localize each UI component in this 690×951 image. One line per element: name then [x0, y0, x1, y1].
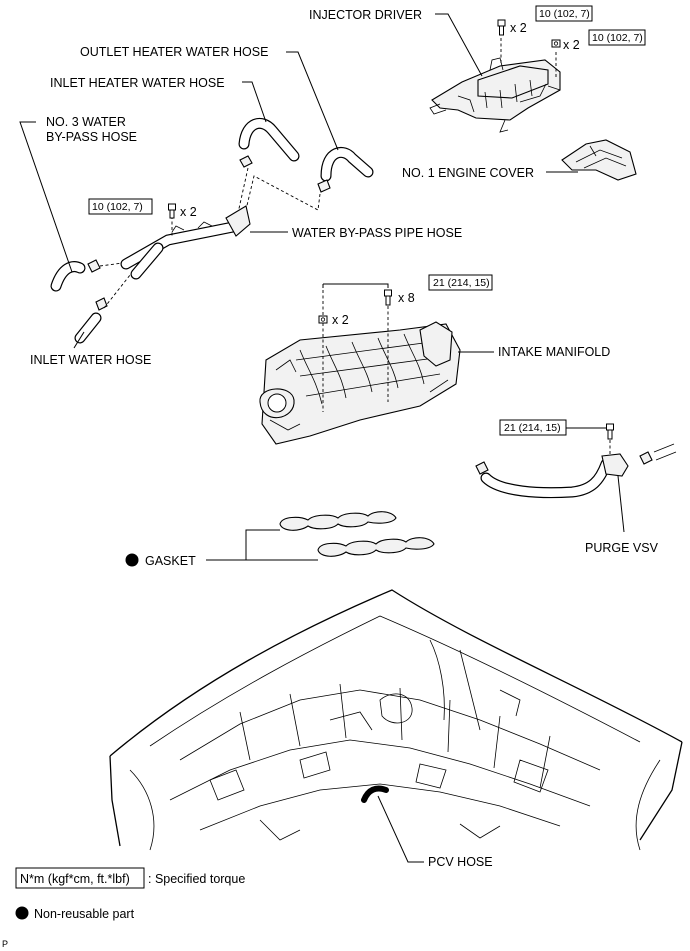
outlet-heater-water-hose-label: OUTLET HEATER WATER HOSE [80, 45, 268, 59]
engine-cover-label: NO. 1 ENGINE COVER [402, 166, 534, 180]
injector-nut-qty: x 2 [563, 38, 580, 52]
injector-top-torque: 10 (102, 7) [539, 8, 590, 20]
no3-water-bypass-hose-part [50, 261, 86, 292]
corner-mark: P [2, 939, 8, 949]
manifold-nut-qty: x 2 [332, 313, 349, 327]
engine-cover-part [561, 139, 637, 181]
injector-bolt-icon [497, 19, 506, 36]
injector-nut-icon [551, 39, 561, 48]
inlet-heater-water-hose-part [238, 117, 300, 162]
manifold-bolt-icon [384, 289, 392, 306]
manifold-torque: 21 (214, 15) [433, 277, 490, 289]
torque-legend-box [15, 867, 145, 889]
purge-vsv-part [475, 443, 677, 499]
pcv-hose-label: PCV HOSE [428, 855, 493, 869]
injector-driver-label: INJECTOR DRIVER [309, 8, 422, 22]
intake-manifold-part [259, 321, 461, 445]
bypass-pipe-qty: x 2 [180, 205, 197, 219]
gasket-nonreusable-icon [125, 553, 139, 567]
torque-legend-unit: N*m (kgf*cm, ft.*lbf) [20, 872, 130, 886]
no3-water-bypass-hose-label-line1: NO. 3 WATER [46, 115, 126, 129]
water-bypass-pipe-hose-label: WATER BY-PASS PIPE HOSE [292, 226, 462, 240]
injector-nut-torque: 10 (102, 7) [592, 32, 643, 44]
purge-vsv-bolt-icon [606, 423, 614, 440]
manifold-bolt-qty: x 8 [398, 291, 415, 305]
pcv-hose-part [361, 785, 389, 803]
intake-manifold-label: INTAKE MANIFOLD [498, 345, 610, 359]
injector-top-qty: x 2 [510, 21, 527, 35]
gasket-part [279, 511, 435, 557]
purge-vsv-torque: 21 (214, 15) [504, 422, 561, 434]
engine-bay-illustration [109, 589, 683, 851]
no3-water-bypass-hose-label-line2: BY-PASS HOSE [46, 130, 137, 144]
purge-vsv-label: PURGE VSV [585, 541, 659, 555]
manifold-nut-icon [318, 315, 328, 324]
injector-driver-part [429, 57, 561, 133]
nonreusable-legend-icon [15, 906, 29, 920]
torque-legend-text: : Specified torque [148, 872, 245, 886]
nonreusable-legend-text: Non-reusable part [34, 907, 135, 921]
inlet-water-hose-label: INLET WATER HOSE [30, 353, 151, 367]
inlet-heater-water-hose-label: INLET HEATER WATER HOSE [50, 76, 225, 90]
water-bypass-pipe-hose-part [120, 205, 251, 280]
bypass-pipe-torque: 10 (102, 7) [92, 201, 143, 213]
outlet-heater-water-hose-part [320, 146, 374, 182]
bypass-bolt-icon [168, 203, 176, 219]
hose-clamps [87, 155, 331, 311]
gasket-label: GASKET [145, 554, 196, 568]
